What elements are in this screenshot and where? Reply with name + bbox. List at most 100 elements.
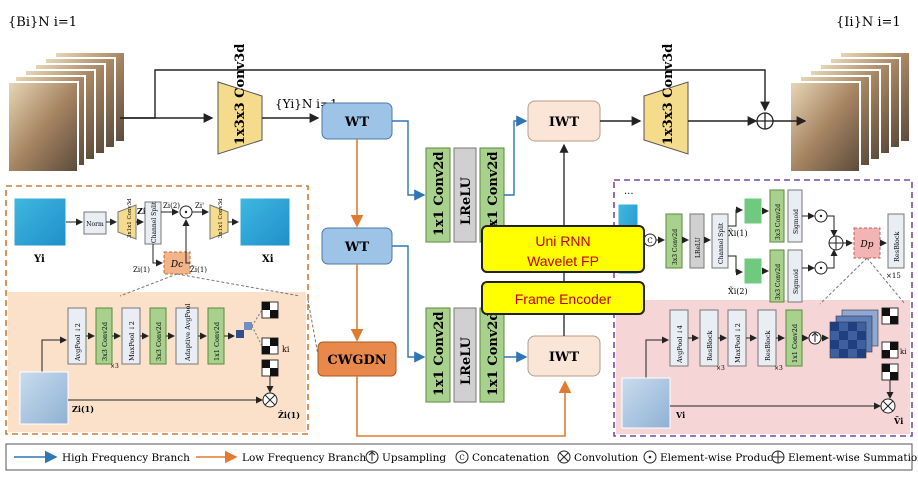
lrelu-a bbox=[453, 147, 477, 243]
left-conv3-label: 3x3 Conv2d bbox=[101, 322, 109, 361]
conv2d-b-label: 1x1 Conv2d bbox=[486, 151, 501, 236]
right-concat: C bbox=[643, 233, 657, 247]
lrelu-a-label: LReLU bbox=[459, 176, 474, 225]
right-product-a bbox=[814, 209, 828, 223]
legend-convolution: Convolution bbox=[574, 452, 638, 464]
right-sigmoid-a-label: Sigmoid bbox=[793, 209, 800, 234]
right-dp-label: Dp bbox=[860, 240, 874, 250]
conv2d-d-label: 1x1 Conv2d bbox=[486, 311, 501, 396]
right-x1-image bbox=[743, 197, 763, 225]
wt-label-1: WT bbox=[344, 115, 370, 130]
right-resblock-a-label: ResBlock bbox=[706, 331, 714, 361]
right-kernels bbox=[881, 307, 899, 381]
right-split bbox=[711, 213, 729, 269]
right-sigmoid-b-label: Sigmoid bbox=[793, 269, 800, 294]
iwt-label-2: IWT bbox=[549, 350, 580, 365]
conv3d-in bbox=[217, 81, 263, 155]
conv2d-c bbox=[425, 307, 451, 403]
left-maxpool-label: MaxPool ↓2 bbox=[128, 321, 136, 361]
lrelu-b-label: LReLU bbox=[459, 336, 474, 385]
uni-rnn-line1: Uni RNN bbox=[535, 233, 590, 249]
left-yi-image bbox=[13, 197, 67, 247]
conv2d-c-label: 1x1 Conv2d bbox=[432, 311, 447, 396]
left-conv3b-label: 3x3 Conv2d bbox=[155, 322, 163, 361]
conv3d-in-label: 1x3x3 Conv3d bbox=[233, 44, 248, 145]
left-times3: ×3 bbox=[110, 363, 119, 370]
cwgdn-label: CWGDN bbox=[327, 353, 386, 368]
iwt-label-1: IWT bbox=[549, 115, 580, 130]
right-product-b bbox=[814, 261, 828, 275]
uni-rnn-line2: Wavelet FP bbox=[527, 253, 599, 269]
left-zi1-bottom: Zi(1) bbox=[72, 404, 94, 414]
conv2d-d bbox=[479, 307, 505, 403]
right-resblock-top bbox=[887, 213, 905, 269]
right-dots: ... bbox=[624, 186, 634, 197]
left-conv-b bbox=[209, 204, 229, 240]
right-summation bbox=[828, 235, 844, 251]
right-resblock-top-label: ResBlock bbox=[893, 232, 901, 262]
left-kernel-stack bbox=[236, 301, 279, 377]
right-lrelu-label: LReLU bbox=[695, 237, 702, 258]
right-convolution bbox=[880, 398, 896, 414]
right-vi-cube bbox=[621, 377, 671, 429]
left-zi-prime: Zi' bbox=[195, 202, 204, 210]
legend-product: Element-wise Product bbox=[660, 452, 778, 464]
right-x2-label: X̃i(2) bbox=[728, 287, 748, 296]
product-icon bbox=[643, 450, 657, 464]
right-vi-hat: Ṽi bbox=[893, 416, 903, 426]
left-convolution bbox=[262, 392, 278, 408]
left-conv-a bbox=[117, 204, 137, 240]
left-zi1-cube bbox=[19, 371, 69, 425]
conv2d-a bbox=[425, 147, 451, 243]
right-split-label: Channel Split bbox=[718, 222, 725, 264]
legend-concatenation: Concatenation bbox=[472, 452, 550, 464]
left-yi-label: Yi bbox=[33, 254, 45, 265]
legend-high: High Frequency Branch bbox=[62, 452, 190, 464]
left-zi: Zi bbox=[137, 206, 146, 216]
uni-rnn-box bbox=[481, 225, 645, 273]
left-zi-hat-bottom: Ẑi(1) bbox=[278, 410, 300, 420]
svg-text:C: C bbox=[459, 454, 464, 462]
summation-icon bbox=[771, 450, 785, 464]
right-times-b: ×3 bbox=[774, 365, 783, 372]
left-xi-image bbox=[239, 197, 291, 247]
left-xi-label: Xi bbox=[262, 254, 274, 265]
input-label: {Bi}N i=1 bbox=[8, 15, 77, 30]
right-x1-label: X̃i(1) bbox=[728, 229, 748, 238]
left-product bbox=[179, 205, 193, 219]
left-conv1-label: 1x1 Conv2d bbox=[213, 322, 221, 361]
right-upsampling bbox=[808, 331, 822, 345]
concatenation-icon: C bbox=[455, 450, 469, 464]
right-conv1-label: 1x1 Conv2d bbox=[791, 324, 799, 363]
left-norm bbox=[83, 211, 107, 235]
left-norm-label: Norm bbox=[86, 221, 104, 228]
convolution-icon bbox=[557, 450, 571, 464]
left-adaptive-label: Adaptive AvgPool bbox=[184, 304, 192, 362]
frame-encoder-label: Frame Encoder bbox=[515, 291, 612, 307]
right-avgpool-label: AvgPool ↓4 bbox=[676, 325, 684, 364]
right-times15: ×15 bbox=[886, 272, 901, 280]
left-dc-label: Dc bbox=[170, 260, 183, 270]
conv3d-out-label: 1x3x3 Conv3d bbox=[661, 44, 676, 145]
right-times-a: ×3 bbox=[716, 365, 725, 372]
right-conv3c bbox=[769, 249, 785, 303]
legend-upsampling: Upsampling bbox=[382, 452, 446, 464]
left-split-label: Channel Split bbox=[151, 201, 158, 243]
right-vi-label: Vi bbox=[675, 410, 685, 420]
left-zi-hat-top: Ẑi(1) bbox=[190, 265, 207, 274]
output-frames bbox=[789, 51, 911, 173]
right-conv3-label: 3x3 Conv2d bbox=[672, 229, 679, 265]
left-conv-b-label: 3x1x1 Conv3d bbox=[218, 198, 224, 238]
right-sigmoid-b bbox=[787, 249, 803, 303]
left-panel bbox=[5, 185, 309, 435]
legend-low: Low Frequency Branch bbox=[242, 452, 366, 464]
right-conv3c-label: 3x3 Conv2d bbox=[775, 264, 782, 300]
right-conv3b bbox=[769, 189, 785, 243]
input-frames bbox=[7, 51, 126, 173]
right-x2-image bbox=[743, 257, 763, 285]
right-dp-box bbox=[853, 227, 881, 259]
right-feature-grid bbox=[829, 309, 879, 359]
left-zi2: Zi(2) bbox=[163, 202, 180, 210]
conv3d-out bbox=[643, 81, 689, 155]
